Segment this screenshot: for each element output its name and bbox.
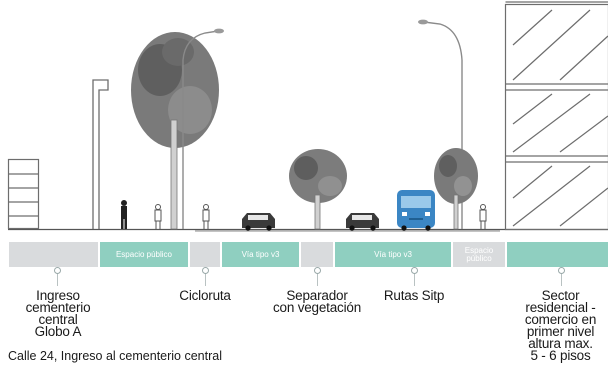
band-espacio-publico-2: Espacio público: [453, 242, 505, 267]
band-ingreso: [9, 242, 98, 267]
band-via-tipo-v3-2: Vía tipo v3: [335, 242, 451, 267]
label-cicloruta: Cicloruta: [179, 288, 231, 303]
median-tree: [289, 149, 347, 230]
band-separador: [301, 242, 333, 267]
leader-dot-separador: [314, 267, 321, 274]
figure-caption: Calle 24, Ingreso al cementerio central: [8, 349, 223, 363]
street-lamp-right: [418, 19, 463, 229]
right-tree: [434, 148, 478, 230]
leader-sector: [561, 270, 562, 286]
leader-dot-sector: [558, 267, 565, 274]
band-residencial: [507, 242, 608, 267]
leader-dot-ingreso: [54, 267, 61, 274]
label-ingreso: Ingreso cementerio central Globo A: [25, 288, 91, 339]
pedestrian-2: [202, 204, 210, 229]
car-1: [242, 213, 275, 231]
leader-separador: [317, 270, 318, 286]
sitp-bus: [397, 190, 435, 231]
pedestrian-3: [479, 204, 487, 229]
label-sector-residencial: Sector residencial - comercio en primer …: [524, 288, 597, 363]
label-rutas-sitp: Rutas Sitp: [383, 288, 445, 303]
band-cicloruta: [190, 242, 220, 267]
band-via-tipo-v3-1: Vía tipo v3: [222, 242, 299, 267]
street-lamp-left: [182, 28, 224, 229]
leader-dot-rutas: [411, 267, 418, 274]
pedestrian-dark: [121, 200, 127, 229]
residential-building: [504, 1, 608, 231]
large-tree: [131, 32, 219, 230]
label-separador: Separador con vegetación: [272, 288, 361, 315]
band-espacio-publico: Espacio público: [100, 242, 188, 267]
leader-dot-cicloruta: [202, 267, 209, 274]
leader-rutas: [414, 270, 415, 286]
pedestrian-1: [154, 204, 162, 229]
entrance-pillar: [92, 79, 109, 229]
car-2: [346, 213, 379, 231]
leader-cicloruta: [205, 270, 206, 286]
leader-ingreso: [57, 270, 58, 286]
entrance-building: [7, 158, 40, 230]
